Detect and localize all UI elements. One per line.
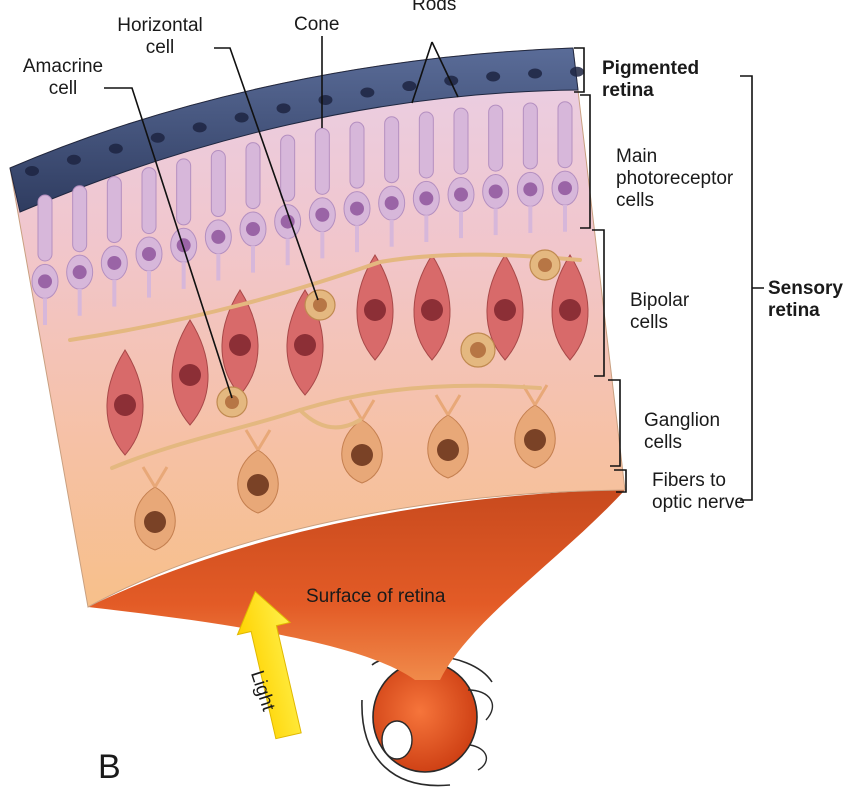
rod-cell [482,104,510,236]
pigment-cell-nucleus [528,68,543,79]
rod-cell [551,101,579,232]
pigment-cell-nucleus [570,66,584,77]
fibers-bracket [614,469,627,493]
rod-cell [343,121,371,253]
rod-cell [135,167,163,298]
ganglion-cell [427,394,469,479]
rod-cell [204,150,232,281]
bipolar-cell [551,254,589,361]
pigment-cell-nucleus [444,75,459,86]
light-arrow [236,590,302,740]
pigmented-epithelium [9,47,579,213]
ganglion-cell [514,384,556,469]
rod-cell [170,158,198,289]
rod-cell [66,185,94,316]
layer-brackets [574,47,764,501]
amacrine-cell [216,332,496,418]
panel-letter: B [98,748,121,786]
pigment-cell-nucleus [402,81,417,92]
ganglion-cell [341,399,383,484]
bipolar-cell [356,254,394,361]
pigment-cell-nucleus [25,166,39,176]
ganglion-cell [134,466,176,551]
surface-label: Surface of retina [306,586,446,607]
amacrine-leader [104,87,233,399]
bipolar-cell [106,349,144,456]
rod-cell [412,111,440,243]
pigment-cell-nucleus [192,122,207,133]
rod-cell [516,102,544,233]
horizontal-amacrine-processes [68,252,582,470]
rods-leader [411,41,459,104]
pigment-cells [25,66,584,176]
pigment-cell-nucleus [108,143,123,154]
rod-cell [100,176,128,307]
rod-cell [378,116,406,247]
bipolar-cell [413,254,451,361]
bipolar-cell [171,319,209,426]
pigmented-bracket [574,47,585,93]
rod-cell [308,127,336,259]
ganglion-cell [237,429,279,514]
pigment-cell-nucleus [66,154,81,165]
horizontal-leader [214,47,319,301]
bipolar-cell [486,254,524,361]
rod-cell [31,194,59,325]
leader-lines [104,36,459,399]
ganglion-cells [134,384,556,551]
cone-cell [447,107,475,239]
pigment-cell-nucleus [486,71,501,82]
horizontal-cell [304,249,561,321]
rods-label: Rods [412,0,457,15]
bipolar-bracket [592,229,605,377]
pigment-cell-nucleus [234,112,249,123]
pigment-cell-nucleus [276,103,291,114]
sensory-bracket [740,75,764,501]
pigment-cell-nucleus [150,132,165,143]
bipolar-cells [106,254,589,456]
rod-cell [239,142,267,273]
ganglion-bracket [608,379,621,467]
pigment-cell-nucleus [360,87,375,98]
pigment-cell-nucleus [318,94,333,105]
cone-label: Cone [294,14,340,35]
retina-surface [88,490,625,680]
photoreceptor-bracket [580,94,591,229]
